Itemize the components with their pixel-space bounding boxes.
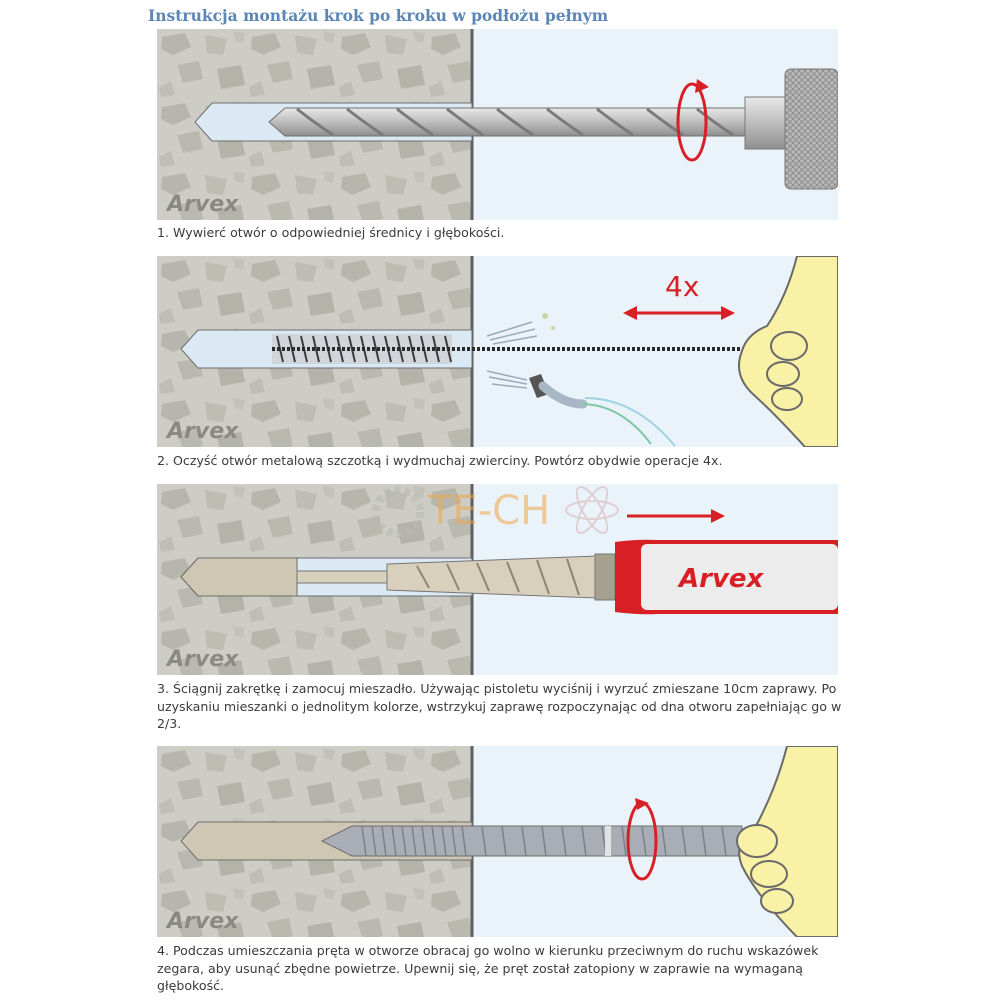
double-arrow-icon bbox=[623, 306, 735, 320]
repeat-count-label: 4x bbox=[665, 270, 699, 303]
arvex-logo: Arvex bbox=[165, 419, 239, 444]
wire-brush bbox=[272, 334, 757, 364]
arrow-right-icon bbox=[627, 509, 725, 523]
threaded-rod bbox=[320, 825, 743, 857]
step-4-caption: 4. Podczas umieszczania pręta w otworze … bbox=[157, 943, 819, 993]
hand-illustration bbox=[736, 746, 838, 937]
step-1-illustration: Arvex bbox=[157, 29, 838, 220]
step-1-caption: 1. Wywierć otwór o odpowiedniej średnicy… bbox=[157, 225, 505, 240]
mortar-fill bbox=[180, 557, 298, 597]
step-2-illustration: 4x Arvex bbox=[157, 256, 838, 447]
rotation-arrow-icon bbox=[676, 82, 708, 162]
arvex-logo: Arvex bbox=[165, 647, 239, 672]
cartridge-brand-label: Arvex bbox=[677, 564, 765, 594]
step-2-caption: 2. Oczyść otwór metalową szczotką i wydm… bbox=[157, 453, 723, 468]
drill-chuck bbox=[784, 68, 838, 190]
page-title: Instrukcja montażu krok po kroku w podło… bbox=[148, 6, 609, 25]
step-4-illustration: Arvex bbox=[157, 746, 838, 937]
hand-illustration bbox=[738, 256, 838, 447]
arvex-logo: Arvex bbox=[165, 192, 239, 217]
step-3-illustration: Arvex Arvex bbox=[157, 484, 838, 675]
arvex-logo: Arvex bbox=[165, 909, 239, 934]
air-blower bbox=[486, 370, 676, 447]
step-3-caption: 3. Ściągnij zakrętkę i zamocuj mieszadło… bbox=[157, 681, 842, 731]
resin-cartridge: Arvex bbox=[615, 539, 838, 615]
static-mixer-nozzle bbox=[296, 553, 616, 601]
